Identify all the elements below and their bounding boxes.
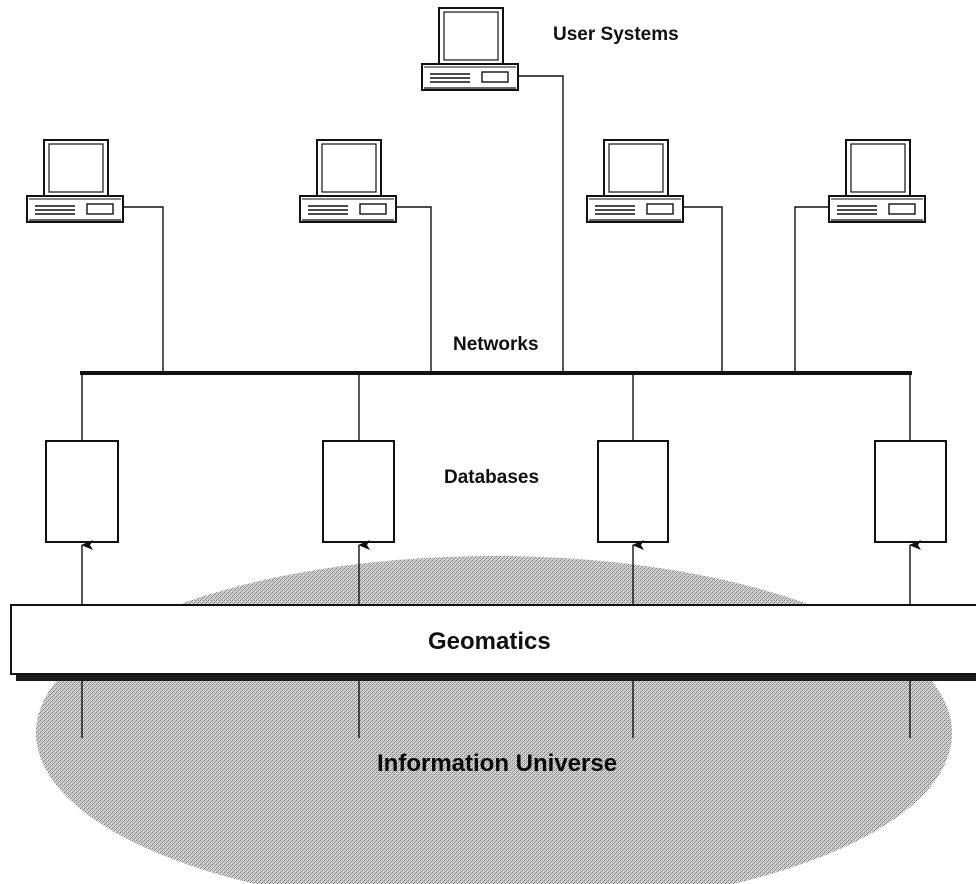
databases-label: Databases <box>444 467 539 488</box>
geomatics-bar-shadow <box>16 673 976 681</box>
computer-icon <box>586 139 684 223</box>
computer-icon <box>421 7 519 91</box>
database-box <box>322 440 395 543</box>
user-systems-label: User Systems <box>553 24 679 45</box>
database-connections <box>81 373 911 441</box>
geomatics-label: Geomatics <box>428 628 551 655</box>
database-box <box>45 440 119 543</box>
computer-icon <box>828 139 926 223</box>
information-universe-label: Information Universe <box>377 750 617 777</box>
computer-icon <box>299 139 397 223</box>
universe-connections <box>81 681 911 738</box>
user-connections <box>123 75 829 374</box>
database-box <box>874 440 947 543</box>
upload-arrows <box>81 540 921 605</box>
computer-icon <box>26 139 124 223</box>
networks-label: Networks <box>453 334 539 355</box>
geomatics-bar <box>10 604 976 675</box>
database-box <box>597 440 669 543</box>
